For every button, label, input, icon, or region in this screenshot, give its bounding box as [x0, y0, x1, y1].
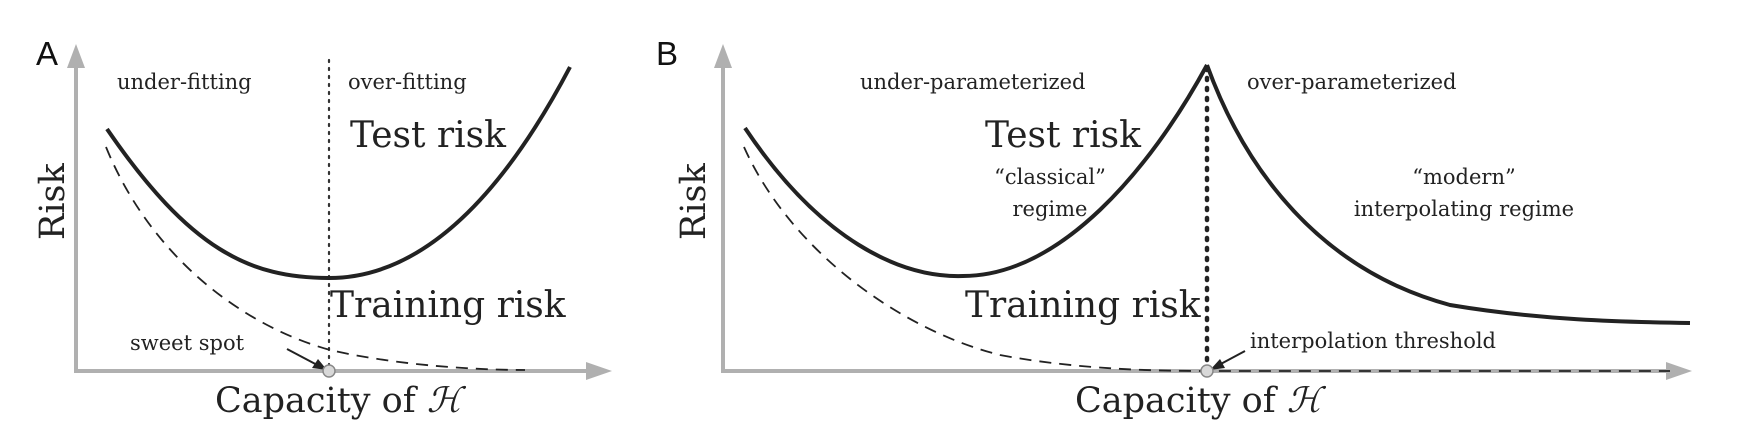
panel-a-training-risk-label: Training risk: [330, 285, 567, 326]
panel-a-y-axis-arrow-icon: [67, 44, 85, 68]
panel-b-x-label-text: Capacity of: [1075, 381, 1287, 421]
panel-a-letter: A: [36, 35, 58, 72]
panel-b-y-axis-arrow-icon: [714, 44, 732, 68]
panel-b-test-risk-curve: [743, 64, 1209, 279]
panel-b-modern-line1: “modern”: [1412, 165, 1515, 189]
panel-b-classical-line1: “classical”: [994, 165, 1106, 189]
panel-b-y-label: Risk: [674, 162, 714, 240]
panel-b-region-right: over-parameterized: [1247, 70, 1457, 94]
panel-b-test-risk-label: Test risk: [985, 115, 1142, 156]
panel-a-x-label-text: Capacity of: [215, 381, 427, 421]
panel-b-classical-line2: regime: [1013, 197, 1088, 221]
panel-b-threshold-label: interpolation threshold: [1250, 329, 1496, 353]
panel-b-training-risk-label: Training risk: [965, 285, 1202, 326]
panel-a-sweet-spot-marker: [322, 364, 336, 378]
panel-a-region-left: under-fitting: [117, 70, 252, 94]
panel-a-training-risk-curve: [105, 146, 526, 371]
panel-b-pointer-arrow-icon: [1210, 359, 1225, 370]
panel-b-x-label: Capacity of ℋ: [1075, 381, 1327, 421]
panel-a-x-label: Capacity of ℋ: [215, 381, 467, 421]
panel-a-test-risk-curve: [105, 66, 572, 281]
panel-b-letter: B: [656, 35, 678, 72]
panel-b-training-risk-curve: [743, 146, 1670, 372]
panel-a-x-axis-arrow-icon: [586, 362, 612, 380]
panel-a-region-right: over-fitting: [348, 70, 467, 94]
panel-a-x-label-symbol: ℋ: [427, 381, 467, 421]
panel-b: B under-parameterized over-parameterized…: [656, 35, 1692, 421]
panel-a-y-label: Risk: [33, 162, 73, 240]
panel-a-test-risk-label: Test risk: [350, 115, 507, 156]
panel-a-pointer-arrow-icon: [312, 359, 327, 370]
panel-b-x-label-symbol: ℋ: [1287, 381, 1327, 421]
panel-b-region-left: under-parameterized: [860, 70, 1085, 94]
panel-a-sweet-spot-label: sweet spot: [130, 331, 245, 355]
panel-b-threshold-marker: [1200, 364, 1214, 378]
panel-b-x-axis-arrow-icon: [1666, 362, 1692, 380]
panel-b-modern-regime-curve: [1205, 64, 1691, 325]
panel-a: A under-fitting over-fitting Test risk T…: [33, 35, 612, 421]
panel-b-modern-line2: interpolating regime: [1354, 197, 1574, 221]
